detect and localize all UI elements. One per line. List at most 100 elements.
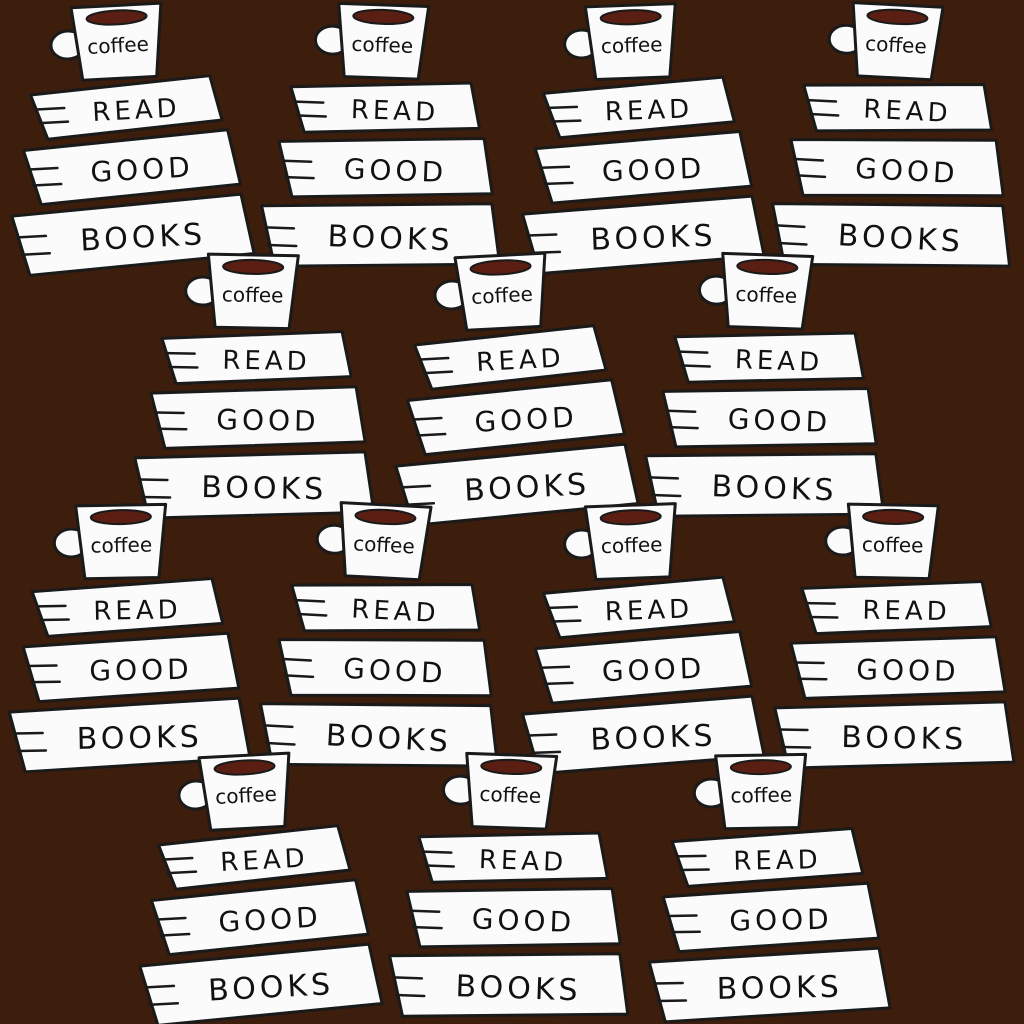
page-lines: [676, 854, 710, 872]
page-lines: [547, 105, 582, 123]
pin-text-read: READ: [93, 595, 182, 627]
pin-text-read: READ: [604, 594, 693, 627]
pin-text-read: READ: [604, 94, 693, 127]
page-lines: [775, 224, 808, 246]
pin-text-good: GOOD: [727, 402, 831, 439]
page-lines: [264, 226, 298, 248]
pin-text-read: READ: [863, 94, 953, 129]
enamel-pin: BOOKS GOOD READ coffee: [133, 252, 376, 520]
coffee-surface: [599, 509, 662, 526]
page-lines: [35, 106, 70, 125]
pin-text-good: GOOD: [342, 652, 447, 690]
cup-label: coffee: [351, 32, 413, 58]
page-lines: [648, 476, 682, 498]
pin-text-books: BOOKS: [590, 718, 717, 757]
pin-text-read: READ: [478, 845, 567, 878]
coffee-surface: [480, 758, 543, 775]
page-lines: [163, 856, 198, 875]
pin-text-books: BOOKS: [201, 470, 328, 507]
page-lines: [154, 411, 188, 431]
book-shape: [289, 81, 481, 134]
pin-text-books: BOOKS: [207, 967, 335, 1009]
pin-text-read: READ: [733, 845, 822, 877]
page-lines: [409, 909, 443, 930]
page-lines: [805, 601, 839, 619]
pin-text-books: BOOKS: [76, 720, 203, 757]
pin-text-read: READ: [476, 343, 566, 378]
cup-label: coffee: [862, 532, 924, 557]
coffee-surface: [736, 258, 799, 275]
enamel-pin: BOOKS GOOD READ coffee: [771, 1, 1012, 268]
pin-text-books: BOOKS: [711, 469, 838, 508]
pin-text-books: BOOKS: [325, 718, 453, 760]
page-lines: [794, 661, 828, 681]
page-lines: [281, 159, 315, 180]
cup-label: coffee: [353, 531, 416, 558]
pin-text-books: BOOKS: [841, 720, 968, 757]
cup-label: coffee: [735, 282, 797, 308]
cup-label: coffee: [90, 533, 152, 558]
page-lines: [778, 728, 812, 749]
page-lines: [419, 356, 454, 375]
coffee-surface: [354, 508, 417, 526]
coffee-surface: [599, 9, 662, 26]
page-lines: [653, 981, 688, 1003]
cup-label: coffee: [479, 782, 541, 808]
coffee-surface: [89, 509, 152, 526]
coffee-surface: [222, 258, 285, 275]
pin-text-read: READ: [220, 843, 310, 878]
page-lines: [138, 478, 172, 499]
book-shape: [541, 75, 736, 140]
page-lines: [678, 350, 712, 368]
page-lines: [281, 657, 315, 679]
coffee-surface: [85, 9, 148, 26]
pin-text-good: GOOD: [856, 653, 960, 688]
pin-text-read: READ: [351, 594, 441, 629]
pin-text-good: GOOD: [474, 400, 579, 438]
coffee-surface: [469, 259, 532, 276]
book-shape: [673, 331, 865, 384]
page-lines: [793, 157, 827, 179]
page-lines: [806, 98, 840, 117]
page-lines: [165, 351, 199, 369]
book-shape: [802, 83, 994, 133]
book-shape: [417, 831, 609, 884]
pin-text-books: BOOKS: [837, 218, 965, 260]
pin-text-good: GOOD: [216, 403, 320, 438]
page-lines: [539, 665, 574, 686]
pin-text-read: READ: [734, 345, 823, 378]
page-lines: [27, 664, 61, 684]
coffee-surface: [729, 759, 792, 776]
pin-text-books: BOOKS: [716, 970, 843, 1007]
page-lines: [16, 234, 52, 256]
page-lines: [665, 409, 699, 430]
pin-text-books: BOOKS: [590, 218, 717, 257]
pin-text-good: GOOD: [601, 152, 705, 189]
enamel-pin: BOOKS GOOD READ coffee: [394, 251, 640, 527]
coffee-surface: [866, 8, 929, 26]
page-lines: [547, 605, 582, 623]
page-lines: [294, 598, 328, 617]
coffee-surface: [862, 508, 925, 525]
book-shape: [29, 74, 224, 141]
book-shape: [413, 324, 608, 391]
cup-label: coffee: [865, 31, 928, 58]
pin-text-good: GOOD: [89, 653, 193, 688]
cup-label: coffee: [730, 783, 792, 808]
pin-text-read: READ: [222, 346, 311, 378]
page-lines: [28, 166, 63, 187]
page-lines: [667, 914, 701, 934]
cup-label: coffee: [471, 282, 534, 309]
pin-text-books: BOOKS: [463, 467, 591, 509]
pin-text-books: BOOKS: [79, 217, 207, 259]
page-lines: [294, 100, 328, 118]
cup-label: coffee: [222, 282, 284, 307]
coffee-surface: [213, 759, 276, 776]
pin-text-good: GOOD: [854, 152, 959, 190]
